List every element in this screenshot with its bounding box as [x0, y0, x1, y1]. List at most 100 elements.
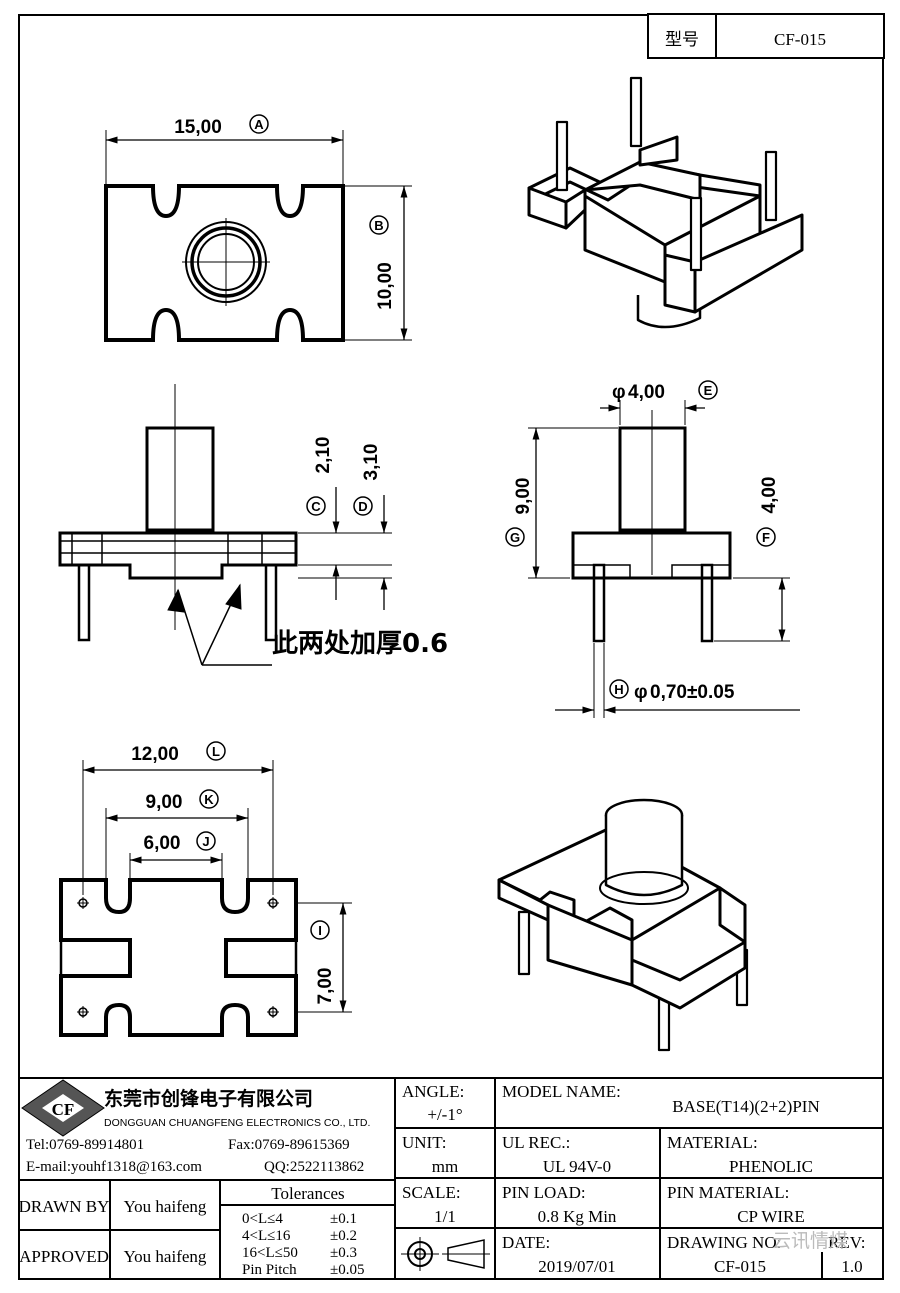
dim-l-text: 12,00 — [131, 744, 179, 765]
unit-value: mm — [432, 1157, 458, 1176]
pin-load-value: 0.8 Kg Min — [538, 1207, 617, 1226]
dim-e-phi: φ — [612, 382, 626, 403]
title-block-lines — [18, 1077, 884, 1280]
tolerance-row: Pin Pitch ±0.05 — [242, 1262, 364, 1278]
front-view — [58, 384, 392, 666]
date-label: DATE: — [502, 1233, 550, 1252]
svg-text:16<L≤50: 16<L≤50 — [242, 1245, 298, 1261]
svg-text:Pin Pitch: Pin Pitch — [242, 1262, 297, 1278]
scale-label: SCALE: — [402, 1183, 461, 1202]
dim-a-text: 15,00 — [174, 117, 222, 138]
svg-text:J: J — [202, 834, 209, 849]
marker-l: L — [206, 741, 226, 761]
angle-value: +/-1° — [427, 1105, 462, 1124]
svg-text:0<L≤4: 0<L≤4 — [242, 1211, 283, 1227]
company-name-en: DONGGUAN CHUANGFENG ELECTRONICS CO., LTD… — [104, 1117, 370, 1129]
side-view — [528, 400, 800, 718]
pin-material-value: CP WIRE — [737, 1207, 805, 1226]
material-label: MATERIAL: — [667, 1133, 758, 1152]
company-fax: Fax:0769-89615369 — [228, 1137, 350, 1153]
angle-label: ANGLE: — [402, 1082, 464, 1101]
model-name-value: BASE(T14)(2+2)PIN — [672, 1097, 819, 1116]
projection-symbol-icon — [401, 1237, 490, 1271]
model-label: 型号 — [665, 30, 699, 49]
svg-text:B: B — [374, 218, 383, 233]
bottom-view — [59, 760, 352, 1037]
model-name-label: MODEL NAME: — [502, 1082, 621, 1101]
drawn-by-value: You haifeng — [124, 1197, 207, 1216]
unit-label: UNIT: — [402, 1133, 446, 1152]
marker-j: J — [196, 831, 216, 851]
iso-view-bottom — [497, 798, 749, 1052]
top-view — [104, 130, 412, 342]
company-name-cn: 东莞市创锋电子有限公司 — [104, 1087, 313, 1110]
svg-text:4<L≤16: 4<L≤16 — [242, 1228, 291, 1244]
svg-text:±0.2: ±0.2 — [330, 1228, 357, 1244]
marker-h: H — [609, 679, 629, 699]
svg-text:CF: CF — [52, 1100, 75, 1119]
drawn-by-label: DRAWN BY — [19, 1197, 110, 1216]
approved-value: You haifeng — [124, 1247, 207, 1266]
marker-b: B — [369, 215, 389, 235]
marker-d: D — [353, 496, 373, 516]
tolerance-row: 16<L≤50 ±0.3 — [242, 1245, 357, 1261]
approved-label: APPROVED — [19, 1247, 109, 1266]
svg-text:G: G — [510, 530, 520, 545]
ul-label: UL REC.: — [502, 1133, 570, 1152]
dim-b-text: 10,00 — [375, 262, 396, 310]
dim-c-text: 2,10 — [313, 437, 334, 474]
date-value: 2019/07/01 — [538, 1257, 615, 1276]
svg-text:H: H — [614, 682, 623, 697]
tolerance-row: 4<L≤16 ±0.2 — [242, 1228, 357, 1244]
thickening-note: 此两处加厚0.6 — [272, 629, 448, 659]
company-tel: Tel:0769-89914801 — [26, 1137, 144, 1153]
dim-i-text: 7,00 — [315, 968, 336, 1005]
dim-h-text: 0,70±0.05 — [650, 682, 735, 703]
marker-f: F — [756, 527, 776, 547]
model-value: CF-015 — [774, 30, 826, 49]
pin-load-label: PIN LOAD: — [502, 1183, 586, 1202]
dim-j-text: 6,00 — [144, 833, 181, 854]
dim-h-phi: φ — [634, 682, 648, 703]
dim-d-text: 3,10 — [361, 444, 382, 481]
marker-e: E — [698, 380, 718, 400]
rev-value: 1.0 — [841, 1257, 862, 1276]
watermark: 云讯情煤 — [772, 1230, 848, 1252]
tolerance-row: 0<L≤4 ±0.1 — [242, 1211, 357, 1227]
material-value: PHENOLIC — [729, 1157, 813, 1176]
dim-f-text: 4,00 — [759, 477, 780, 514]
company-logo: CF — [21, 1079, 105, 1137]
ul-value: UL 94V-0 — [543, 1157, 611, 1176]
marker-c: C — [306, 496, 326, 516]
svg-text:K: K — [204, 792, 214, 807]
drawing-no-label: DRAWING NO: — [667, 1233, 781, 1252]
dim-g-text: 9,00 — [513, 478, 534, 515]
pin-material-label: PIN MATERIAL: — [667, 1183, 789, 1202]
dim-e-text: 4,00 — [628, 382, 665, 403]
svg-text:±0.05: ±0.05 — [330, 1262, 364, 1278]
company-email: E-mail:youhf1318@163.com — [26, 1159, 202, 1175]
svg-text:±0.1: ±0.1 — [330, 1211, 357, 1227]
header-model-box: 型号 CF-015 — [647, 13, 885, 59]
svg-text:L: L — [212, 744, 220, 759]
tolerances-title: Tolerances — [271, 1184, 344, 1203]
svg-text:±0.3: ±0.3 — [330, 1245, 357, 1261]
svg-text:E: E — [704, 383, 713, 398]
marker-a: A — [249, 114, 269, 134]
svg-text:D: D — [358, 499, 367, 514]
scale-value: 1/1 — [434, 1207, 456, 1226]
company-qq: QQ:2522113862 — [264, 1159, 364, 1175]
marker-i: I — [310, 920, 330, 940]
svg-text:I: I — [318, 923, 322, 938]
drawing-frame — [18, 14, 884, 1280]
marker-k: K — [199, 789, 219, 809]
svg-text:C: C — [311, 499, 321, 514]
drawing-no-value: CF-015 — [714, 1257, 766, 1276]
dim-k-text: 9,00 — [146, 792, 183, 813]
iso-view-top — [527, 76, 804, 329]
svg-text:A: A — [254, 117, 264, 132]
marker-g: G — [505, 527, 525, 547]
rev-label: REV: — [828, 1233, 865, 1252]
svg-text:F: F — [762, 530, 770, 545]
